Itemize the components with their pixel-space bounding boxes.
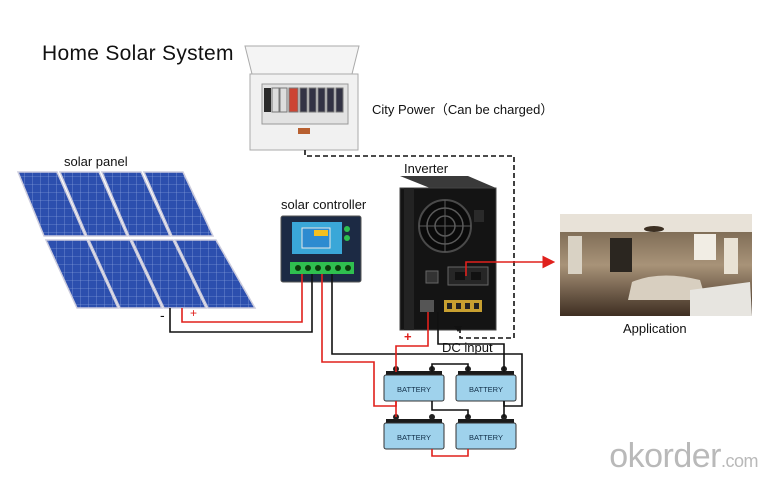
battery-3 <box>383 414 445 450</box>
battery-label-1: BATTERY <box>397 385 431 394</box>
battery-label-3: BATTERY <box>397 433 431 442</box>
battery-2 <box>455 366 517 402</box>
inverter-plus-sign: + <box>404 329 412 344</box>
dc-input-arrow <box>454 326 462 332</box>
battery-bank: BATTERY BATTERY BATTERY BATTERY <box>383 366 517 450</box>
battery-4 <box>455 414 517 450</box>
city-power-label: City Power（Can be charged） <box>372 102 554 117</box>
watermark-brand: okorder <box>609 437 721 475</box>
inverter-output-arrow <box>465 255 556 276</box>
solar-controller-label: solar controller <box>281 197 367 212</box>
panel-minus-sign: - <box>160 307 165 323</box>
inverter <box>399 176 497 331</box>
battery-label-4: BATTERY <box>469 433 503 442</box>
battery-1 <box>383 366 445 402</box>
panel-negative-wire <box>169 274 313 333</box>
panel-positive-wire <box>181 274 303 323</box>
solar-panel-label: solar panel <box>64 154 128 169</box>
panel-plus-sign: + <box>190 306 197 320</box>
inverter-label: Inverter <box>404 161 449 176</box>
solar-panel-array <box>16 171 257 309</box>
battery-label-2: BATTERY <box>469 385 503 394</box>
breaker-box <box>244 45 360 151</box>
inverter-positive-wire <box>395 312 429 372</box>
page-title: Home Solar System <box>42 42 234 65</box>
wiring <box>169 150 556 457</box>
dc-input-label: DC input <box>442 340 493 355</box>
solar-controller <box>280 215 362 283</box>
application-room-photo <box>560 214 752 316</box>
city-power-dashed-wire <box>304 150 515 339</box>
inverter-negative-wire <box>437 312 505 372</box>
okorder-watermark: okorder.com <box>609 437 758 476</box>
watermark-tld: .com <box>720 451 759 471</box>
application-label: Application <box>623 321 687 336</box>
